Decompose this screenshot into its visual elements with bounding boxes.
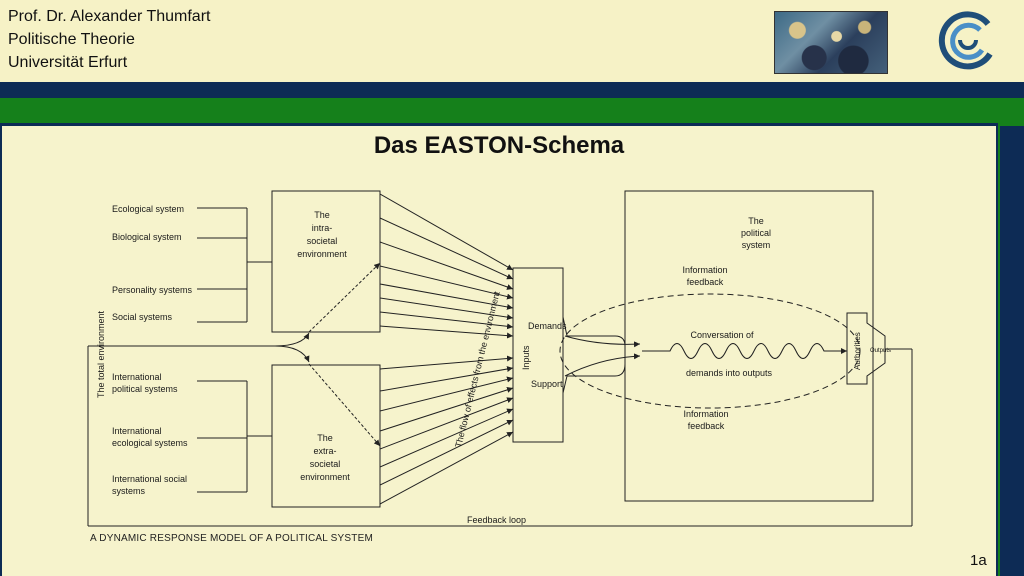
inter-system-3b: systems: [112, 486, 146, 496]
support-label: Support: [531, 379, 563, 389]
outputs-label: Outputs: [870, 348, 891, 354]
inter-system-3a: International social: [112, 474, 187, 484]
conversation-line-2: demands into outputs: [686, 368, 773, 378]
feedback-loop-label: Feedback loop: [467, 515, 526, 525]
intra-box-line-3: societal: [307, 236, 338, 246]
inter-system-2a: International: [112, 426, 162, 436]
header-divider-bar: [0, 84, 1024, 98]
extra-box-line-2: extra-: [313, 446, 336, 456]
info-feedback-bottom-2: feedback: [688, 421, 725, 431]
total-environment-label: The total environment: [96, 310, 106, 398]
inter-system-2b: ecological systems: [112, 438, 188, 448]
intra-system-3: Personality systems: [112, 285, 193, 295]
page-number: 1a: [970, 552, 987, 569]
header-painting-image: [774, 11, 888, 74]
easton-diagram: The total environment Ecological system …: [87, 190, 913, 527]
author-block: Prof. Dr. Alexander Thumfart Politische …: [8, 5, 210, 74]
info-feedback-top-2: feedback: [687, 277, 724, 287]
conversation-line-1: Conversation of: [690, 330, 754, 340]
info-feedback-bottom-1: Information: [683, 409, 728, 419]
extra-box-line-1: The: [317, 433, 333, 443]
subject-name: Politische Theorie: [8, 31, 135, 48]
extra-box-line-3: societal: [310, 459, 341, 469]
university-name: Universität Erfurt: [8, 54, 128, 71]
university-logo-icon: [938, 11, 993, 70]
demands-label: Demands: [528, 321, 567, 331]
info-feedback-top-1: Information: [682, 265, 727, 275]
inter-system-1a: International: [112, 372, 162, 382]
extra-box-line-4: environment: [300, 472, 350, 482]
authorities-label: Authorities: [853, 332, 862, 370]
page-title: Das EASTON-Schema: [373, 132, 625, 159]
political-system-line-3: system: [742, 240, 771, 250]
intra-box-line-4: environment: [297, 249, 347, 259]
intra-system-4: Social systems: [112, 312, 173, 322]
intra-system-2: Biological system: [112, 232, 182, 242]
author-name: Prof. Dr. Alexander Thumfart: [8, 8, 211, 25]
intra-box-line-2: intra-: [312, 223, 333, 233]
inputs-label: Inputs: [521, 345, 531, 370]
political-system-line-1: The: [748, 216, 764, 226]
slide-header: Prof. Dr. Alexander Thumfart Politische …: [0, 0, 1024, 84]
right-accent-bar: [1000, 126, 1024, 576]
inter-system-1b: political systems: [112, 384, 178, 394]
diagram-caption: A DYNAMIC RESPONSE MODEL OF A POLITICAL …: [90, 533, 373, 544]
political-system-line-2: political: [741, 228, 771, 238]
intra-system-1: Ecological system: [112, 204, 184, 214]
intra-box-line-1: The: [314, 210, 330, 220]
